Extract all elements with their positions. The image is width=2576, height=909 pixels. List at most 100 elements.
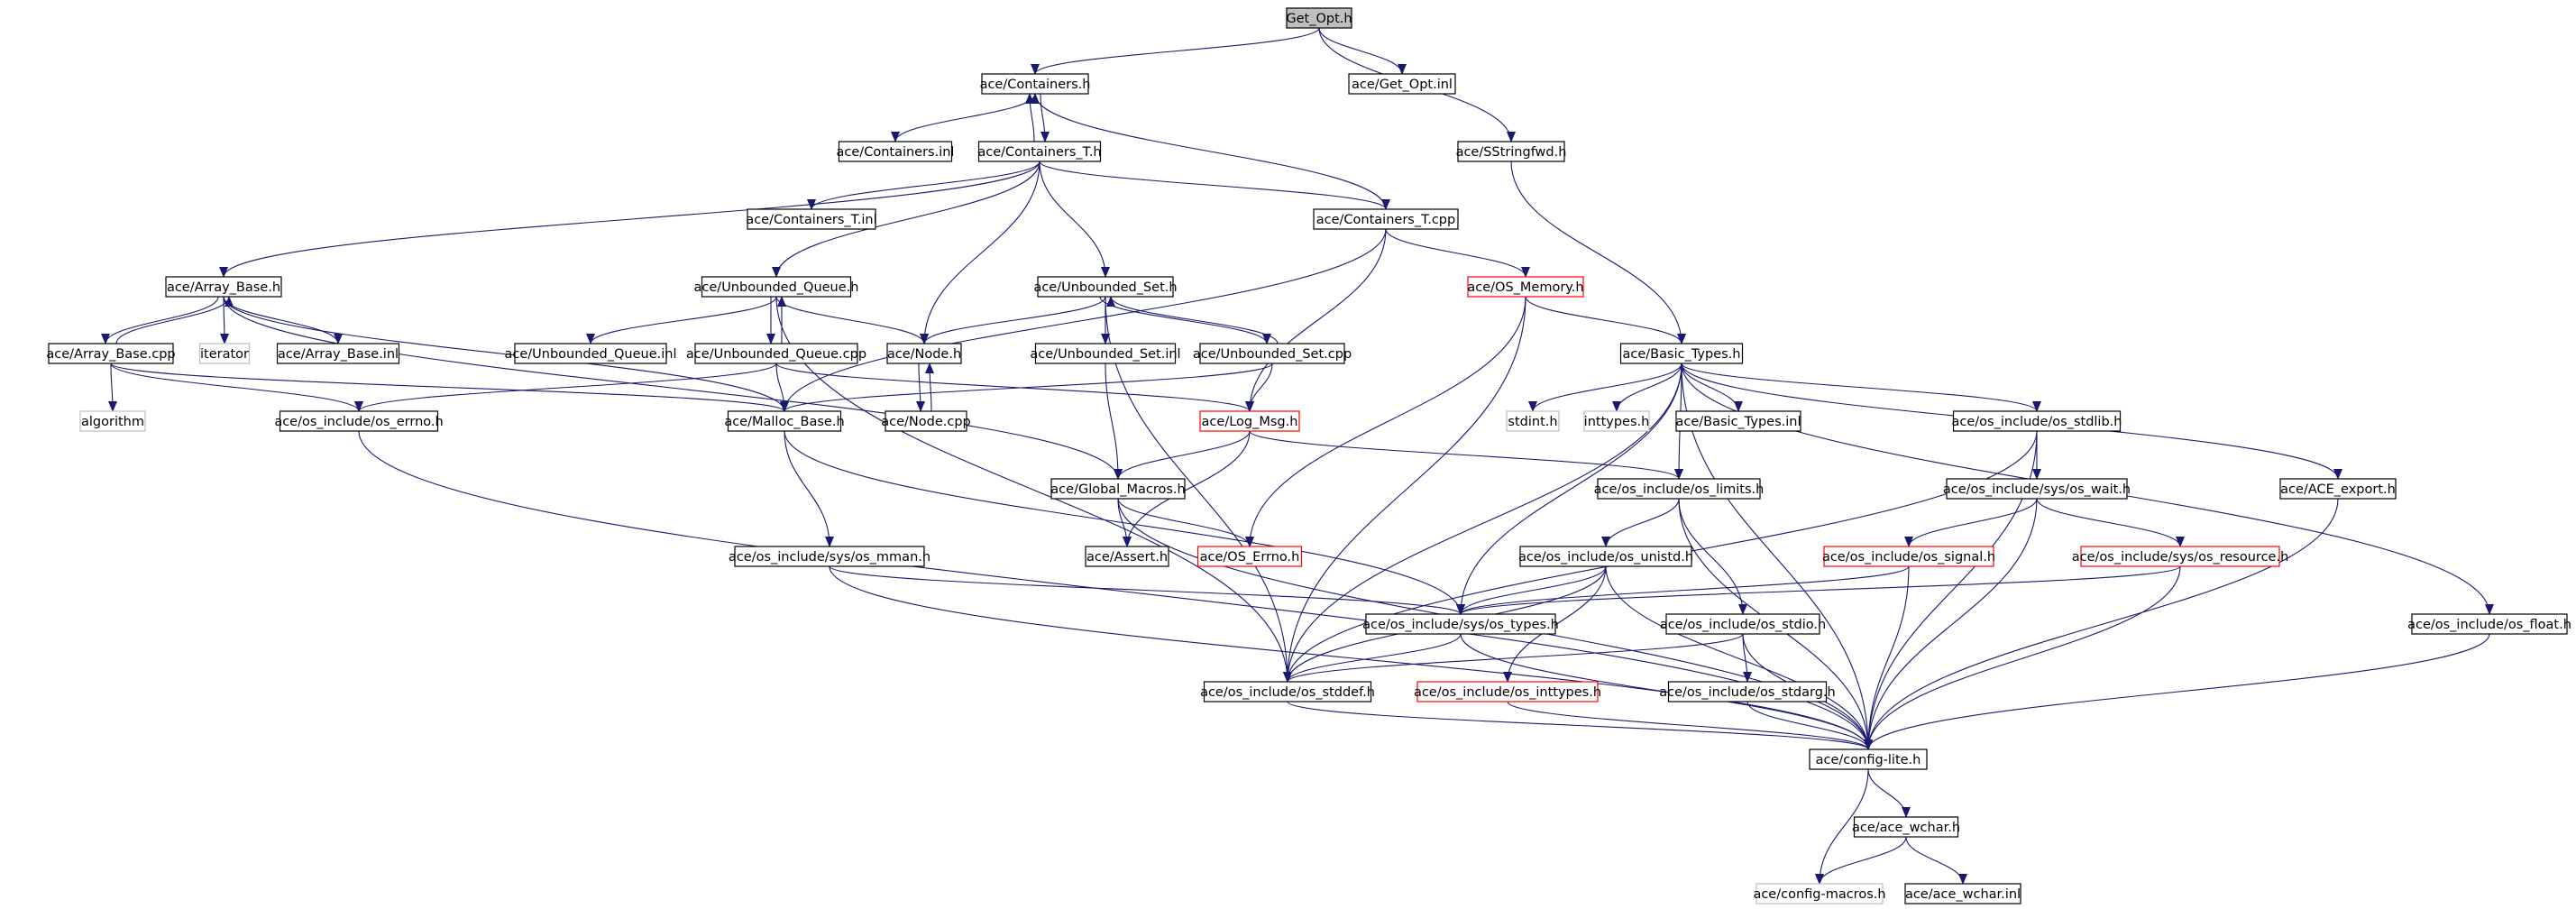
node-ace-wchar-inl[interactable]: ace/ace_wchar.inl (1904, 883, 2021, 904)
node-box[interactable] (1416, 681, 1599, 702)
node-box[interactable] (2411, 613, 2568, 635)
node-box[interactable] (1457, 141, 1565, 162)
node-containers-t-cpp[interactable]: ace/Containers_T.cpp (1313, 208, 1459, 230)
node-array-base-h[interactable]: ace/Array_Base.h (165, 276, 282, 298)
node-unbounded-queue-cpp[interactable]: ace/Unbounded_Queue.cpp (686, 343, 866, 364)
node-os-unistd-h[interactable]: ace/os_include/os_unistd.h (1518, 546, 1693, 567)
node-algorithm[interactable]: algorithm (79, 410, 146, 432)
node-box[interactable] (276, 343, 400, 364)
node-node-cpp[interactable]: ace/Node.cpp (881, 410, 971, 432)
node-box[interactable] (747, 208, 876, 230)
node-box[interactable] (1467, 276, 1584, 298)
node-sstringfwd-h[interactable]: ace/SStringfwd.h (1456, 141, 1567, 162)
node-box[interactable] (1619, 343, 1744, 364)
node-box[interactable] (1946, 478, 2128, 500)
node-box[interactable] (1519, 546, 1692, 567)
node-box[interactable] (279, 410, 439, 432)
node-box[interactable] (1583, 410, 1650, 432)
node-box[interactable] (1952, 410, 2122, 432)
node-get-opt-inl[interactable]: ace/Get_Opt.inl (1348, 73, 1456, 95)
node-box[interactable] (1823, 546, 1994, 567)
node-node-h[interactable]: ace/Node.h (886, 343, 962, 364)
node-box[interactable] (734, 546, 925, 567)
node-ace-export-h[interactable]: ace/ACE_export.h (2279, 478, 2397, 500)
node-inttypes-h[interactable]: inttypes.h (1583, 410, 1650, 432)
node-assert-h[interactable]: ace/Assert.h (1085, 546, 1169, 567)
node-unbounded-set-h[interactable]: ace/Unbounded_Set.h (1033, 276, 1178, 298)
node-box[interactable] (885, 410, 967, 432)
node-os-signal-h[interactable]: ace/os_include/os_signal.h (1822, 546, 1995, 567)
node-malloc-base-h[interactable]: ace/Malloc_Base.h (724, 410, 845, 432)
node-box[interactable] (701, 276, 852, 298)
node-box[interactable] (1597, 478, 1761, 500)
node-unbounded-set-inl[interactable]: ace/Unbounded_Set.inl (1030, 343, 1181, 364)
node-box[interactable] (165, 276, 282, 298)
node-box[interactable] (1203, 681, 1372, 702)
node-box[interactable] (1037, 276, 1174, 298)
node-unbounded-queue-inl[interactable]: ace/Unbounded_Queue.inl (505, 343, 677, 364)
node-unbounded-queue-h[interactable]: ace/Unbounded_Queue.h (694, 276, 859, 298)
node-os-memory-h[interactable]: ace/OS_Memory.h (1467, 276, 1584, 298)
node-box[interactable] (198, 343, 251, 364)
node-array-base-cpp[interactable]: ace/Array_Base.cpp (46, 343, 176, 364)
node-box[interactable] (1199, 410, 1300, 432)
node-containers-t-h[interactable]: ace/Containers_T.h (977, 141, 1102, 162)
node-box[interactable] (1506, 410, 1560, 432)
node-os-wait-h[interactable]: ace/os_include/sys/os_wait.h (1943, 478, 2131, 500)
node-array-base-inl[interactable]: ace/Array_Base.inl (276, 343, 400, 364)
node-box[interactable] (1665, 613, 1820, 635)
node-os-types-h[interactable]: ace/os_include/sys/os_types.h (1362, 613, 1559, 635)
node-box[interactable] (1286, 7, 1352, 29)
node-box[interactable] (1196, 546, 1303, 567)
node-global-macros-h[interactable]: ace/Global_Macros.h (1050, 478, 1186, 500)
node-os-mman-h[interactable]: ace/os_include/sys/os_mman.h (729, 546, 930, 567)
node-containers-h[interactable]: ace/Containers.h (980, 73, 1091, 95)
node-box[interactable] (1365, 613, 1556, 635)
node-box[interactable] (1853, 816, 1959, 838)
node-box[interactable] (2279, 478, 2397, 500)
node-box[interactable] (977, 141, 1102, 162)
node-box[interactable] (514, 343, 667, 364)
node-box[interactable] (2080, 546, 2280, 567)
node-containers-inl[interactable]: ace/Containers.inl (837, 141, 955, 162)
node-box[interactable] (1085, 546, 1169, 567)
node-box[interactable] (1675, 410, 1801, 432)
node-box[interactable] (886, 343, 962, 364)
node-box[interactable] (1809, 748, 1928, 770)
node-os-stddef-h[interactable]: ace/os_include/os_stddef.h (1200, 681, 1375, 702)
node-os-inttypes-h[interactable]: ace/os_include/os_inttypes.h (1414, 681, 1601, 702)
node-stdint-h[interactable]: stdint.h (1506, 410, 1560, 432)
node-box[interactable] (694, 343, 858, 364)
node-box[interactable] (1904, 883, 2021, 904)
node-box[interactable] (79, 410, 146, 432)
node-os-float-h[interactable]: ace/os_include/os_float.h (2407, 613, 2571, 635)
node-box[interactable] (1050, 478, 1186, 500)
node-os-stdlib-h[interactable]: ace/os_include/os_stdlib.h (1952, 410, 2122, 432)
node-box[interactable] (1667, 681, 1828, 702)
node-box[interactable] (838, 141, 953, 162)
node-basic-types-inl[interactable]: ace/Basic_Types.inl (1675, 410, 1801, 432)
node-containers-t-inl[interactable]: ace/Containers_T.inl (746, 208, 877, 230)
node-config-macros-h[interactable]: ace/config-macros.h (1753, 883, 1886, 904)
node-ace-wchar-h[interactable]: ace/ace_wchar.h (1852, 816, 1960, 838)
node-box[interactable] (1348, 73, 1456, 95)
node-box[interactable] (48, 343, 174, 364)
node-box[interactable] (727, 410, 842, 432)
node-iterator[interactable]: iterator (198, 343, 251, 364)
node-os-errno-ace-h[interactable]: ace/OS_Errno.h (1196, 546, 1303, 567)
node-os-resource-h[interactable]: ace/os_include/sys/os_resource.h (2072, 546, 2289, 567)
node-os-stdio-h[interactable]: ace/os_include/os_stdio.h (1660, 613, 1826, 635)
node-log-msg-h[interactable]: ace/Log_Msg.h (1199, 410, 1300, 432)
node-box[interactable] (1199, 343, 1345, 364)
node-os-stdarg-h[interactable]: ace/os_include/os_stdarg.h (1659, 681, 1836, 702)
node-box[interactable] (1756, 883, 1884, 904)
node-box[interactable] (1313, 208, 1459, 230)
node-box[interactable] (981, 73, 1089, 95)
node-config-lite-h[interactable]: ace/config-lite.h (1809, 748, 1928, 770)
node-os-limits-h[interactable]: ace/os_include/os_limits.h (1594, 478, 1765, 500)
node-os-errno-h[interactable]: ace/os_include/os_errno.h (274, 410, 444, 432)
node-unbounded-set-cpp[interactable]: ace/Unbounded_Set.cpp (1193, 343, 1352, 364)
node-basic-types-h[interactable]: ace/Basic_Types.h (1619, 343, 1744, 364)
node-get-opt-h[interactable]: Get_Opt.h (1286, 7, 1352, 29)
node-box[interactable] (1034, 343, 1177, 364)
